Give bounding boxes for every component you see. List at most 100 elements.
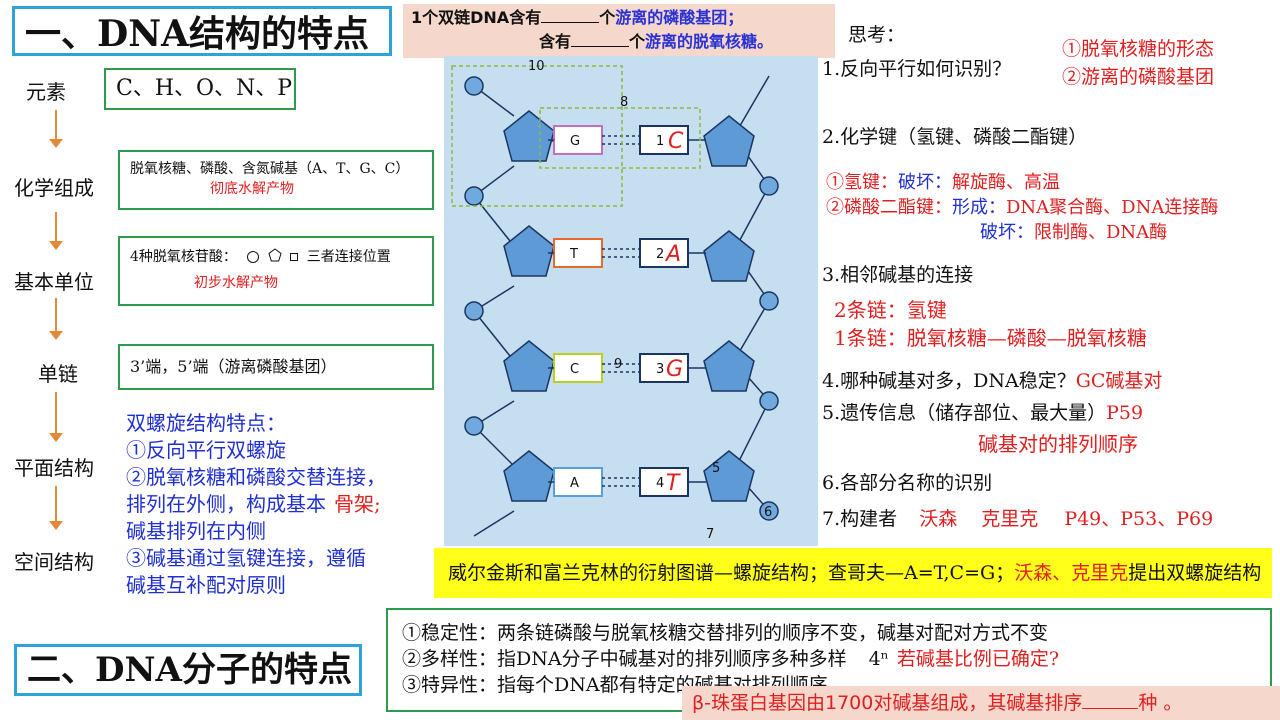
think-h2: ②磷酸二酯键：形成：DNA聚合酶、DNA连接酶: [826, 193, 1218, 219]
dna-diagram: G T C A 1 2 3 4 10 8 9 5 6 7 C A G T: [444, 56, 818, 546]
feature-power: 4ⁿ: [868, 648, 889, 670]
circle-icon: [247, 251, 260, 263]
think-a7a: 沃森: [919, 508, 958, 530]
helix-point-2b: 排列在外侧，构成基本: [126, 492, 326, 516]
handwritten-bases: C A G T: [664, 129, 684, 496]
think-a3a: 2条链：氢键: [834, 298, 947, 322]
blank: [1082, 694, 1139, 709]
h2a: ②磷酸二酯键：: [826, 197, 952, 218]
think-a5: 碱基对的排列顺序: [978, 432, 1138, 456]
feature-diversity-row: ②多样性：指DNA分子中碱基对的排列顺序多种多样 4ⁿ 若碱基比例已确定?: [402, 646, 1256, 672]
think-q5: 5.遗传信息（储存部位、最大量）: [822, 402, 1107, 424]
hydrogen-bonds: [602, 135, 640, 487]
strand-box: 3’端，5’端（游离磷酸基团）: [118, 344, 434, 390]
label-chem: 化学组成: [14, 176, 94, 200]
flow-arrow: [49, 110, 63, 148]
phosphates: [464, 76, 779, 521]
think-a7b: 克里克: [981, 508, 1039, 530]
chem-box: 脱氧核糖、磷酸、含氮碱基（A、T、G、C） 彻底水解产物: [118, 150, 434, 210]
q-text: 游离的脱氧核糖。: [645, 32, 774, 51]
base-num-4: 4: [656, 476, 664, 491]
q-text: 个: [629, 32, 646, 51]
label-7: 7: [706, 527, 714, 542]
h2b: 形成：: [952, 197, 1006, 218]
beta-globin-question: β-珠蛋白基因由1700对碱基组成，其碱基排序 种 。: [682, 686, 1280, 720]
dashed-frames: [451, 65, 701, 207]
h1a: ①氢键：: [826, 172, 898, 193]
think-a5p: P59: [1106, 402, 1144, 424]
think-a7c: P49、P53、P69: [1064, 508, 1214, 530]
flow-arrow: [49, 392, 63, 442]
q-text: 游离的磷酸基团；: [615, 8, 744, 27]
unit-text: 4种脱氧核苷酸：: [130, 249, 237, 265]
think-q7: 7.构建者: [822, 508, 898, 530]
helix-features: 双螺旋结构特点： ①反向平行双螺旋 ②脱氧核糖和磷酸交替连接， 排列在外侧，构成…: [126, 410, 426, 599]
rect-icon: [290, 253, 299, 261]
sugar-base-lines: [548, 139, 706, 483]
pink-b: 种 。: [1138, 692, 1183, 714]
label-elements: 元素: [26, 80, 66, 104]
hand-C: C: [668, 129, 684, 154]
think-q7-row: 7.构建者 沃森 克里克 P49、P53、P69: [822, 504, 1213, 531]
feature-question: 若碱基比例已确定?: [896, 648, 1060, 670]
blank: [541, 8, 600, 23]
think-q6: 6.各部分名称的识别: [822, 472, 993, 494]
question-line-2: 含有个游离的脱氧核糖。: [411, 30, 827, 54]
label-plane: 平面结构: [14, 456, 94, 480]
elements-box: C、H、O、N、P: [104, 68, 296, 110]
think-a3b: 1条链：脱氧核糖—磷酸—脱氧核糖: [834, 326, 1147, 350]
question-box: 1个双链DNA含有个游离的磷酸基团； 含有个游离的脱氧核糖。: [403, 4, 835, 58]
pink-a: β-珠蛋白基因由1700对碱基组成，其碱基排序: [692, 692, 1083, 714]
label-6: 6: [764, 505, 772, 520]
h2e: 限制酶、DNA酶: [1034, 222, 1168, 243]
hand-G: G: [666, 357, 683, 382]
h1c: 解旋酶、高温: [952, 172, 1060, 193]
flow-arrow: [49, 486, 63, 530]
helix-point-2c: 骨架;: [334, 492, 381, 516]
unit-tail: 三者连接位置: [306, 249, 391, 265]
hand-T: T: [666, 471, 681, 496]
helix-heading: 双螺旋结构特点：: [126, 411, 286, 435]
base-letters: G T C A 1 2 3 4 10 8 9 5 6 7: [528, 59, 772, 542]
label-unit: 基本单位: [14, 270, 94, 294]
sugars: [503, 110, 755, 502]
flow-arrow: [49, 298, 63, 340]
base-G: G: [570, 134, 580, 149]
think-a1b: ②游离的磷酸基团: [1062, 66, 1215, 88]
unit-box: 4种脱氧核苷酸： 三者连接位置 初步水解产物: [118, 236, 434, 306]
history-a: 威尔金斯和富兰克林的衍射图谱—螺旋结构；查哥夫—A=T,C=G；: [448, 562, 1015, 584]
base-C: C: [570, 362, 579, 377]
chem-note: 彻底水解产物: [210, 181, 294, 197]
label-10: 10: [528, 59, 545, 74]
helix-point-2: ②脱氧核糖和磷酸交替连接，: [126, 465, 386, 489]
question-line-1: 1个双链DNA含有个游离的磷酸基团；: [411, 6, 827, 30]
helix-point-3b: 碱基互补配对原则: [126, 573, 286, 597]
feature-diversity: ②多样性：指DNA分子中碱基对的排列顺序多种多样: [402, 648, 847, 670]
helix-point-3: ③碱基通过氢键连接，遵循: [126, 546, 366, 570]
base-T: T: [569, 247, 578, 262]
base-boxes-left: [553, 125, 603, 497]
base-num-3: 3: [656, 362, 664, 377]
think-a1a: ①脱氧核糖的形态: [1062, 38, 1215, 60]
q-text: 个: [599, 8, 616, 27]
unit-line: 4种脱氧核苷酸： 三者连接位置: [130, 246, 422, 266]
base-num-2: 2: [656, 247, 664, 262]
think-a4: GC碱基对: [1075, 370, 1163, 392]
pentagon-icon: [268, 248, 282, 266]
h2d: 破坏：: [980, 222, 1034, 243]
base-A: A: [570, 476, 579, 491]
think-q1: 1.反向平行如何识别？: [822, 58, 1012, 80]
think-q4-row: 4.哪种碱基对多，DNA稳定？GC碱基对: [822, 366, 1162, 393]
think-q3: 3.相邻碱基的连接: [822, 264, 974, 286]
history-bar: 威尔金斯和富兰克林的衍射图谱—螺旋结构；查哥夫—A=T,C=G；沃森、克里克提出…: [434, 548, 1272, 598]
think-q5-row: 5.遗传信息（储存部位、最大量）P59: [822, 398, 1143, 425]
chem-text: 脱氧核糖、磷酸、含氮碱基（A、T、G、C）: [130, 161, 410, 177]
helix-point-1: ①反向平行双螺旋: [126, 438, 286, 462]
section-title-1: 一、DNA结构的特点: [12, 6, 392, 56]
think-q2: 2.化学键（氢键、磷酸二酯键）: [822, 126, 1088, 148]
label-8: 8: [620, 95, 628, 110]
h1b: 破坏：: [898, 172, 952, 193]
section-title-2: 二、DNA分子的特点: [14, 644, 362, 696]
flow-arrow: [49, 212, 63, 250]
hand-A: A: [664, 242, 681, 267]
